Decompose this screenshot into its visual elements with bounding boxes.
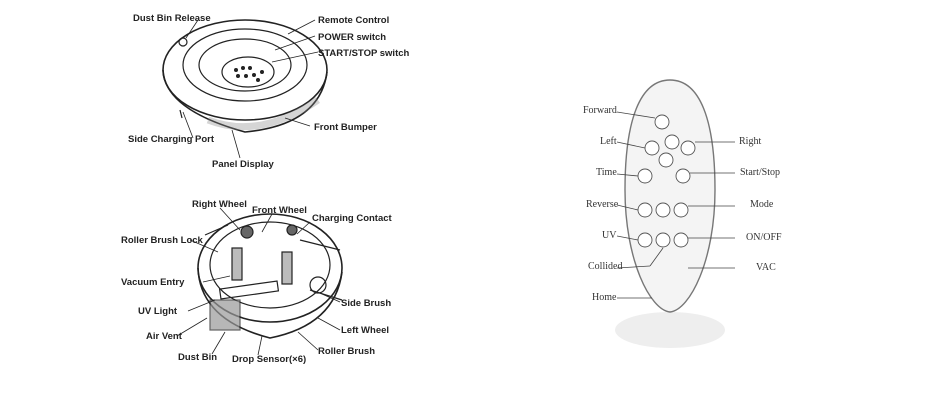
label-forward: Forward <box>583 105 617 116</box>
label-roller-brush-lock: Roller Brush Lock <box>121 235 203 246</box>
robot-bottom-view <box>197 213 343 339</box>
label-front-bumper: Front Bumper <box>314 122 377 133</box>
label-left-wheel: Left Wheel <box>341 325 390 336</box>
label-roller-brush: Roller Brush <box>318 346 376 357</box>
label-vac: VAC <box>756 262 776 273</box>
label-home: Home <box>592 292 617 303</box>
label-remote-control: Remote Control <box>318 15 390 26</box>
label-air-vent: Air Vent <box>146 331 182 342</box>
label-collided: Collided <box>588 261 623 272</box>
label-start-stop: Start/Stop <box>740 167 781 178</box>
label-time: Time <box>596 167 617 178</box>
label-uv-light: UV Light <box>138 306 178 317</box>
label-charging-contact: Charging Contact <box>312 213 392 224</box>
label-side-brush: Side Brush <box>341 298 392 309</box>
label-right: Right <box>739 136 762 147</box>
label-dust-bin: Dust Bin <box>178 352 218 363</box>
label-front-wheel: Front Wheel <box>252 205 307 216</box>
robot-top-view <box>162 19 328 133</box>
label-right-wheel: Right Wheel <box>192 199 247 210</box>
label-start-stop-switch: START/STOP switch <box>318 48 410 59</box>
label-left: Left <box>600 136 617 147</box>
label-drop-sensor: Drop Sensor(×6) <box>232 354 307 365</box>
label-dust-bin-release: Dust Bin Release <box>133 13 211 24</box>
label-panel-display: Panel Display <box>212 159 274 170</box>
label-on-off: ON/OFF <box>746 232 782 243</box>
label-reverse: Reverse <box>586 199 619 210</box>
label-side-charging-port: Side Charging Port <box>128 134 215 145</box>
label-vacuum-entry: Vacuum Entry <box>121 277 185 288</box>
label-mode: Mode <box>750 199 774 210</box>
remote-control <box>615 79 725 348</box>
label-uv: UV <box>602 230 617 241</box>
label-power-switch: POWER switch <box>318 32 387 43</box>
